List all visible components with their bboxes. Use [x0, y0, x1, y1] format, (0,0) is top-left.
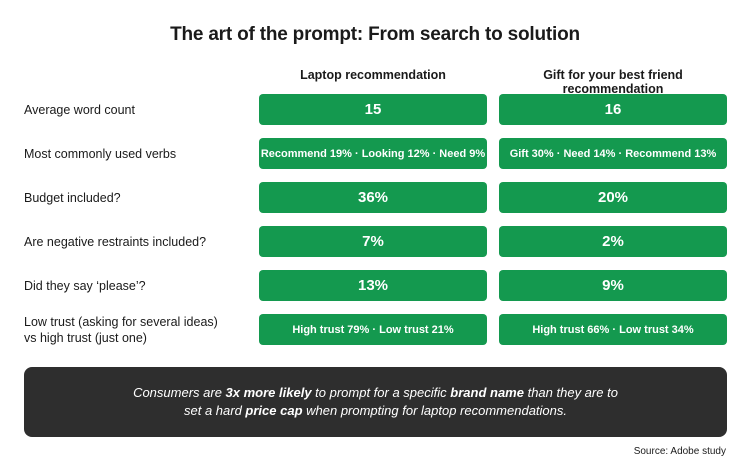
- callout-emphasis: price cap: [245, 403, 303, 418]
- callout-emphasis: 3x more likely: [225, 385, 312, 400]
- row-label: Are negative restraints included?: [24, 234, 244, 250]
- value-cell: 15: [259, 94, 487, 125]
- value-cell: 20%: [499, 182, 727, 213]
- row-label: Did they say ‘please’?: [24, 278, 244, 294]
- row-label: Most commonly used verbs: [24, 146, 244, 162]
- row-label-line: Most commonly used verbs: [24, 146, 177, 161]
- callout-banner: Consumers are 3x more likely to prompt f…: [24, 367, 727, 437]
- value-cell: High trust 79% · Low trust 21%: [259, 314, 487, 345]
- row-label-line: Are negative restraints included?: [24, 234, 207, 249]
- row-label: Low trust (asking for several ideas)vs h…: [24, 314, 244, 346]
- row-label-line: Low trust (asking for several ideas): [24, 314, 218, 329]
- source-note: Source: Adobe study: [633, 446, 726, 457]
- chart-title: The art of the prompt: From search to so…: [170, 24, 580, 45]
- value-cell: 7%: [259, 226, 487, 257]
- value-cell: 2%: [499, 226, 727, 257]
- row-label: Average word count: [24, 102, 244, 118]
- row-label-line: Did they say ‘please’?: [24, 278, 146, 293]
- column-header-laptop: Laptop recommendation: [300, 68, 446, 82]
- row-label: Budget included?: [24, 190, 244, 206]
- value-cell: 13%: [259, 270, 487, 301]
- column-header-gift: Gift for your best friend recommendation: [543, 68, 683, 96]
- value-cell: Gift 30% · Need 14% · Recommend 13%: [499, 138, 727, 169]
- value-cell: 9%: [499, 270, 727, 301]
- callout-emphasis: brand name: [450, 385, 524, 400]
- row-label-line: Budget included?: [24, 190, 121, 205]
- row-label-line: Average word count: [24, 102, 135, 117]
- value-cell: Recommend 19% · Looking 12% · Need 9%: [259, 138, 487, 169]
- value-cell: 36%: [259, 182, 487, 213]
- callout-text: Consumers are 3x more likely to prompt f…: [133, 385, 618, 418]
- row-label-line: vs high trust (just one): [24, 330, 147, 345]
- value-cell: High trust 66% · Low trust 34%: [499, 314, 727, 345]
- value-cell: 16: [499, 94, 727, 125]
